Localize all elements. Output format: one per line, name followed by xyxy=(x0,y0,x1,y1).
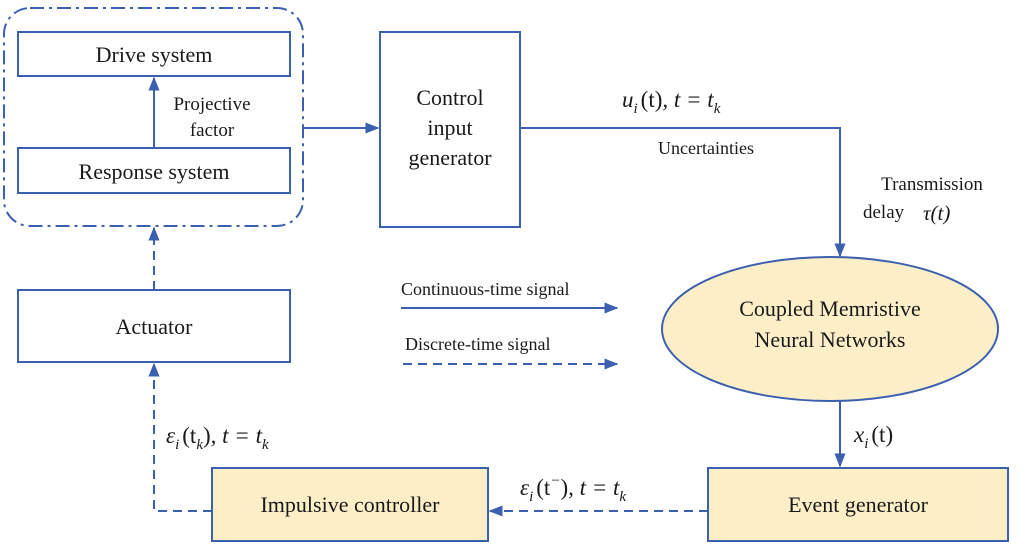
projective-factor-label-line1: Projective xyxy=(173,94,250,115)
actuator-node: Actuator xyxy=(17,289,291,363)
event-generator-node: Event generator xyxy=(707,467,1009,542)
actuator-label: Actuator xyxy=(116,314,194,339)
projective-factor-label-line2: factor xyxy=(190,120,235,141)
control-label-line3: generator xyxy=(408,145,492,170)
impulsive-controller-label: Impulsive controller xyxy=(260,492,440,517)
control-label-line1: Control xyxy=(416,85,483,110)
event-error-label: εi(t−), t = tk xyxy=(520,473,626,505)
system-group-frame xyxy=(3,7,304,227)
impulsive-controller-node: Impulsive controller xyxy=(211,467,489,542)
event-generator-label: Event generator xyxy=(788,492,929,517)
control-output-label: ui(t), t = tk xyxy=(622,87,721,117)
control-label-line2: input xyxy=(427,115,472,140)
impulsive-to-actuator-arrow xyxy=(148,362,212,512)
network-label-line2: Neural Networks xyxy=(755,327,906,352)
control-input-generator-node: Control input generator xyxy=(379,31,521,228)
legend-continuous-label: Continuous-time signal xyxy=(401,279,570,299)
drive-system-node: Drive system xyxy=(17,31,291,77)
uncertainties-label: Uncertainties xyxy=(658,138,754,158)
impulse-error-label: εi(tk), t = tk xyxy=(166,423,269,453)
response-system-label: Response system xyxy=(79,159,230,184)
legend: Continuous-time signal Discrete-time sig… xyxy=(401,279,619,370)
response-system-node: Response system xyxy=(17,147,291,194)
transmission-label: Transmission xyxy=(881,174,983,195)
coupled-memristive-nn-node: Coupled Memristive Neural Networks xyxy=(661,256,999,402)
tau-label: τ(t) xyxy=(923,201,950,225)
state-label: xi(t) xyxy=(853,422,893,452)
control-to-network-arrow xyxy=(520,127,846,258)
delay-label: delay xyxy=(863,202,905,223)
drive-system-label: Drive system xyxy=(96,42,213,67)
legend-discrete-label: Discrete-time signal xyxy=(405,334,550,354)
network-label-line1: Coupled Memristive xyxy=(739,296,920,321)
